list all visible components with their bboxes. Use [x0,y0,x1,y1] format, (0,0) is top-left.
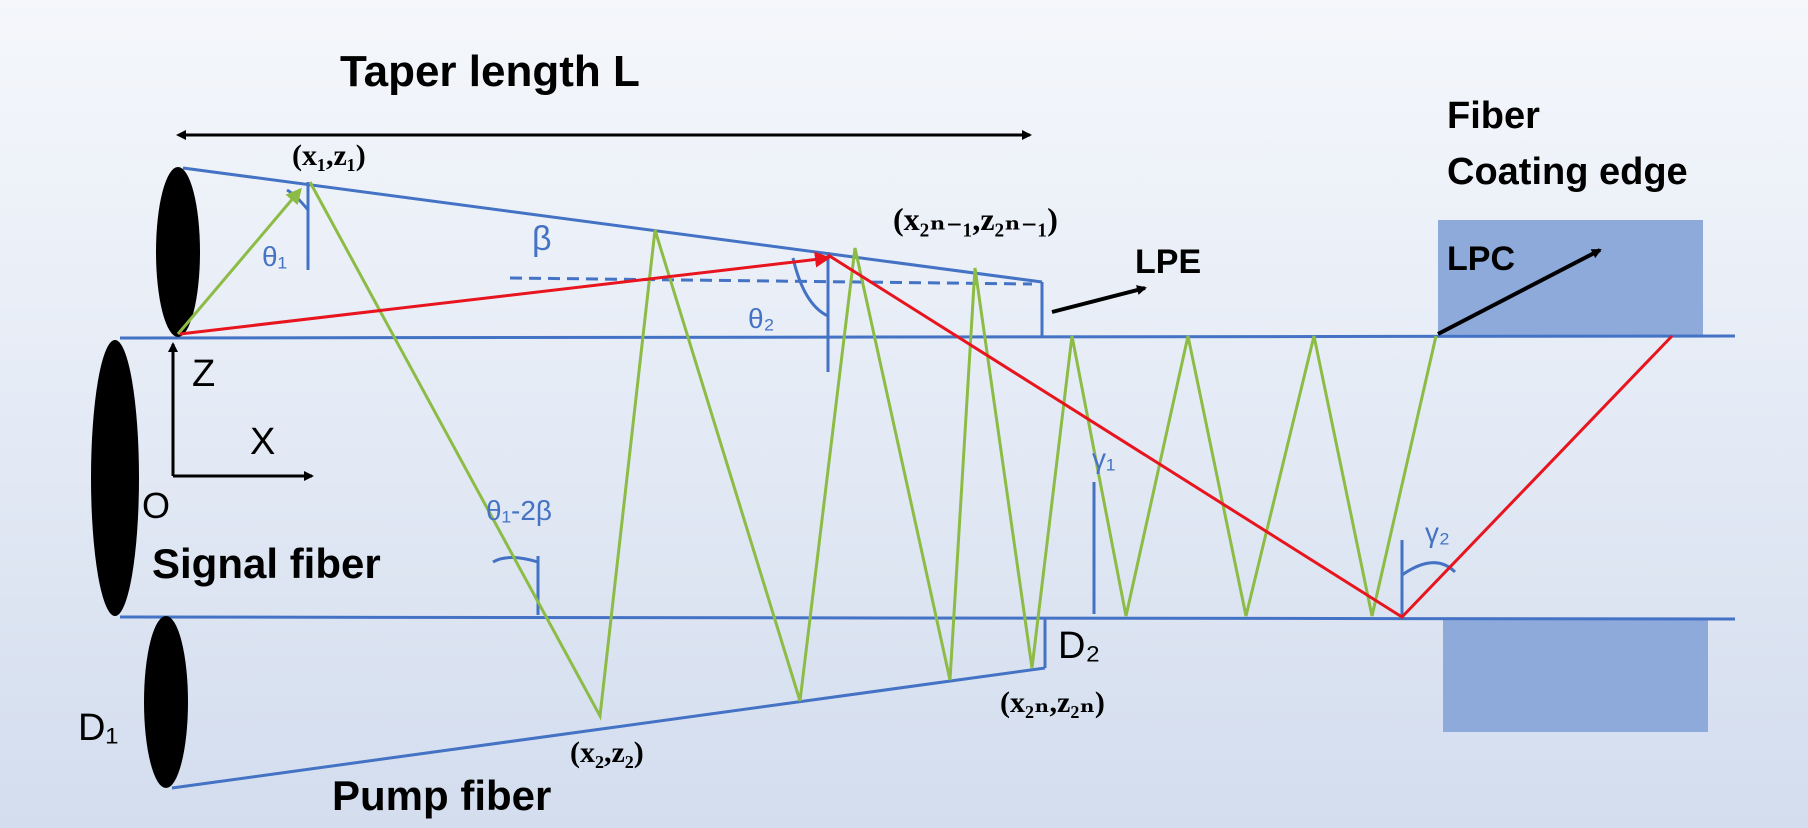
theta1-label: θ₁ [262,241,287,272]
arc-theta1-2beta [492,556,539,564]
taper-dashed-reference [509,276,1033,286]
theta2-label: θ₂ [748,303,774,334]
signal-fiber-label: Signal fiber [152,540,381,587]
d1-label: D₁ [78,707,118,749]
signal-fiber-bottom-edge [119,615,1736,621]
pump-fiber-label: Pump fiber [332,772,551,819]
arc-theta2 [791,257,829,318]
coating-block-top [1438,220,1703,335]
green-ray-arrow [176,187,302,335]
lpe-arrow [1051,285,1147,314]
red-ray-incoming [179,251,831,336]
gamma2-label: γ₂ [1425,517,1450,548]
lpc-arrow [1437,248,1602,336]
arc-gamma2 [1401,561,1457,577]
coating-block-bottom [1443,620,1708,732]
signal-fiber-end-face [91,340,139,616]
fiber-coating-label-1: Fiber [1447,95,1540,137]
origin-label: O [142,485,170,526]
point-2-label: (x₂,z₂) [570,736,644,769]
red-ray-path [827,253,1674,619]
fiber-coating-label-2: Coating edge [1447,151,1688,193]
point-2n-label: (x₂ₙ,z₂ₙ) [1000,686,1105,719]
beta-label: β [532,220,552,258]
theta1-2beta-label: θ₁-2β [486,495,552,526]
pump-fiber-end-face [144,616,188,788]
lpe-label: LPE [1135,243,1201,281]
point-1-label: (x₁,z₁) [292,139,366,172]
axis-x-label: X [250,421,275,463]
signal-fiber-top-edge [119,334,1736,340]
point-2n-minus-1-label: (x₂ₙ₋₁,z₂ₙ₋₁) [893,201,1058,237]
gamma1-label: γ₁ [1092,443,1115,474]
taper-end-face [156,167,200,337]
diagram-title: Taper length L [340,47,640,96]
lpc-label: LPC [1447,240,1515,278]
d2-label: D₂ [1058,625,1100,667]
taper-upper-edge [182,166,1043,284]
axis-z-label: Z [192,353,215,395]
pump-fiber-lower-edge [171,666,1046,790]
green-ray-path [308,181,1438,721]
